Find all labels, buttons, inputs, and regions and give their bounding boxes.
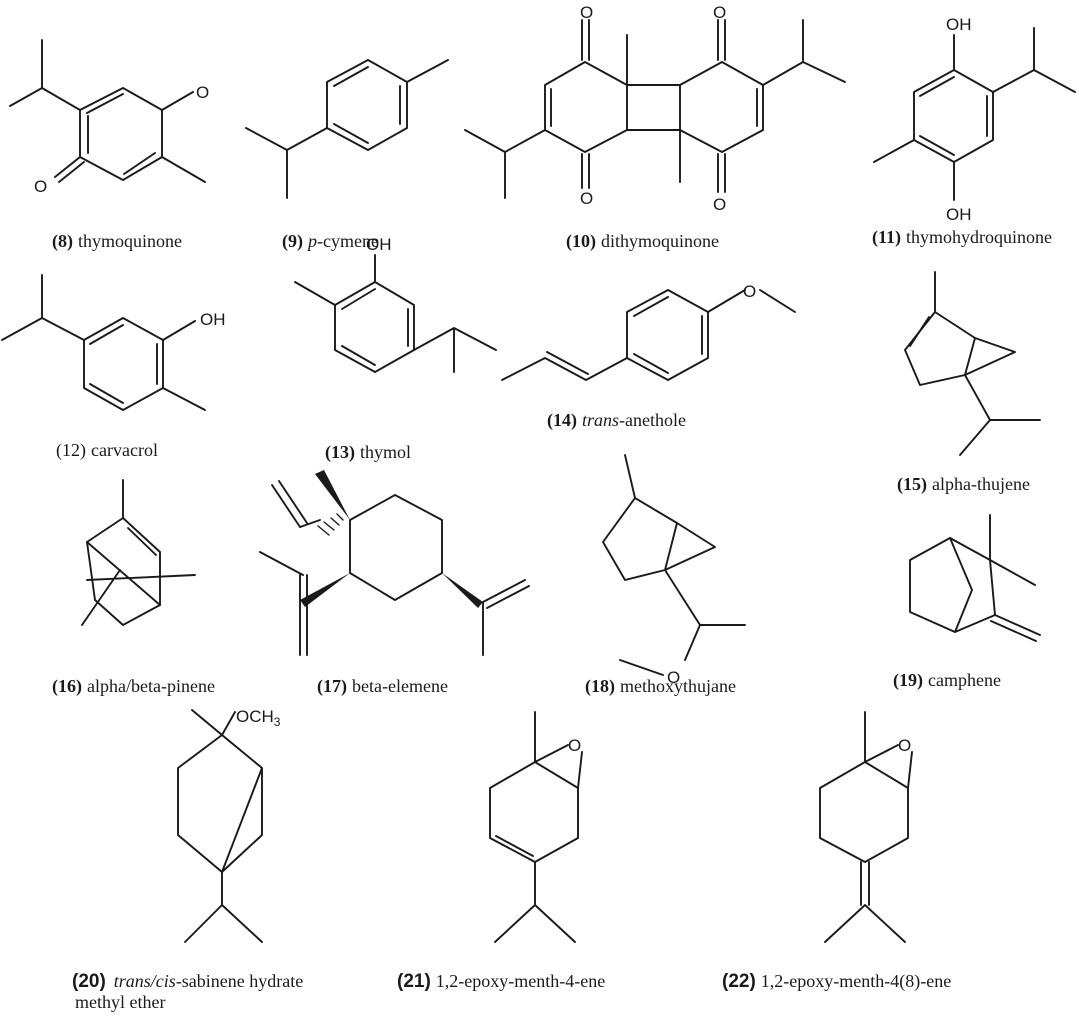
structure-camphene bbox=[909, 514, 1041, 642]
structure-thymoquinone: O O bbox=[9, 39, 209, 196]
caption-thymohydroquinone: (11)thymohydroquinone bbox=[872, 227, 1052, 248]
atom-hydroxyl: OH bbox=[946, 15, 972, 34]
caption-alpha-thujene: (15)alpha-thujene bbox=[897, 474, 1030, 495]
atom-oxygen: O bbox=[34, 177, 47, 196]
structure-dithymoquinone: O O O O bbox=[464, 3, 846, 214]
substituent-methoxy: OCH3 bbox=[236, 707, 281, 729]
caption-alpha-beta-pinene: (16)alpha/beta-pinene bbox=[52, 676, 215, 697]
atom-hydroxyl: OH bbox=[200, 310, 226, 329]
structure-thymohydroquinone: OH OH bbox=[873, 15, 1076, 224]
caption-carvacrol: (12)carvacrol bbox=[56, 440, 158, 461]
caption-sabinene-hydrate-methyl-ether-line2: methyl ether bbox=[75, 992, 165, 1012]
structure-alpha-thujene bbox=[904, 271, 1041, 456]
caption-thymoquinone: (8)thymoquinone bbox=[52, 231, 182, 252]
caption-beta-elemene: (17)beta-elemene bbox=[317, 676, 448, 697]
structure-beta-elemene bbox=[259, 470, 530, 656]
atom-hydroxyl: OH bbox=[946, 205, 972, 224]
atom-oxygen: O bbox=[580, 3, 593, 22]
caption-epoxy-menth-4-ene: (21)1,2-epoxy-menth-4-ene bbox=[397, 971, 605, 992]
structure-trans-anethole: O bbox=[501, 282, 796, 381]
structure-methoxythujane: O bbox=[602, 454, 746, 687]
structure-sabinene-hydrate-methyl-ether: OCH3 bbox=[177, 707, 281, 943]
atom-oxygen: O bbox=[667, 668, 680, 687]
atom-epoxide-oxygen: O bbox=[898, 736, 911, 755]
atom-oxygen: O bbox=[713, 195, 726, 214]
caption-trans-anethole: (14)trans-anethole bbox=[547, 410, 686, 431]
atom-oxygen: O bbox=[580, 189, 593, 208]
caption-camphene: (19)camphene bbox=[893, 670, 1001, 691]
atom-epoxide-oxygen: O bbox=[568, 736, 581, 755]
caption-dithymoquinone: (10)dithymoquinone bbox=[566, 231, 719, 252]
structure-thymol: OH bbox=[294, 235, 497, 373]
caption-epoxy-menth-4-8-ene: (22)1,2-epoxy-menth-4(8)-ene bbox=[722, 971, 951, 992]
caption-methoxythujane: (18)methoxythujane bbox=[585, 676, 736, 697]
structure-alpha-beta-pinene bbox=[81, 479, 196, 626]
structure-carvacrol: OH bbox=[1, 274, 226, 411]
caption-p-cymene: (9)p-cymene bbox=[282, 231, 379, 252]
structure-p-cymene bbox=[245, 59, 449, 199]
atom-oxygen: O bbox=[713, 3, 726, 22]
caption-sabinene-hydrate-methyl-ether: (20)trans/cis-sabinene hydrate bbox=[72, 971, 303, 992]
atom-hydroxyl: OH bbox=[366, 235, 392, 254]
atom-oxygen: O bbox=[743, 282, 756, 301]
atom-oxygen: O bbox=[196, 83, 209, 102]
structure-epoxy-menth-4-ene: O bbox=[489, 711, 583, 943]
caption-thymol: (13)thymol bbox=[325, 442, 411, 463]
structure-epoxy-menth-4-8-ene: O bbox=[819, 711, 913, 943]
